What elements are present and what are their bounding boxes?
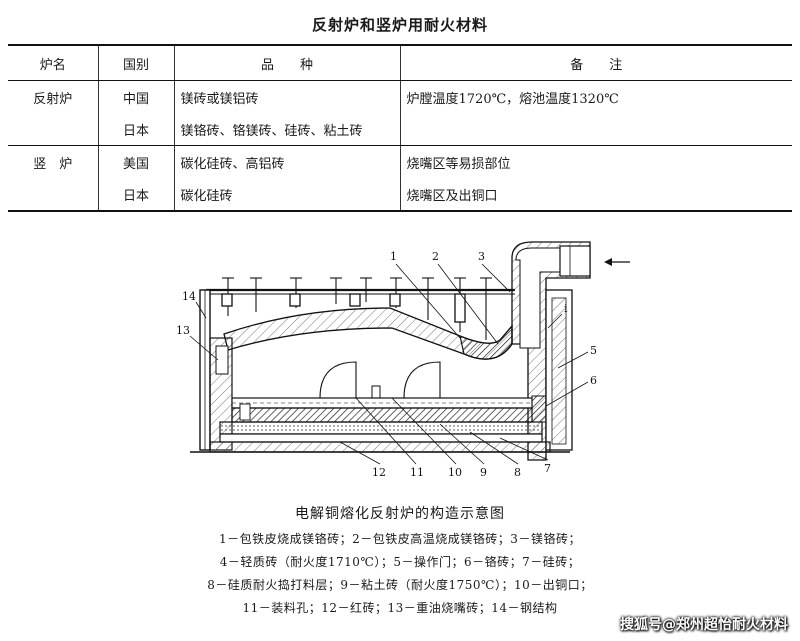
table-row: 日本 碳化硅砖 烧嘴区及出铜口 xyxy=(8,178,792,212)
cell-note: 烧嘴区等易损部位 xyxy=(399,145,792,178)
diagram-label-4: i xyxy=(564,302,568,315)
watermark: 搜狐号@郑州超怡耐火材料 xyxy=(620,617,788,633)
cell-furnace xyxy=(8,113,98,146)
diagram-label-1: 1 xyxy=(390,250,397,263)
table-title: 反射炉和竖炉用耐火材料 xyxy=(311,16,488,34)
cell-country: 美国 xyxy=(97,145,174,178)
legend-line: 11－装料孔；12－红砖；13－重油烧嘴砖；14－钢结构 xyxy=(242,601,558,615)
cell-country: 日本 xyxy=(97,113,174,146)
cell-furnace xyxy=(8,178,98,212)
table-header-row: 炉名 国别 品 种 备 注 xyxy=(8,44,792,81)
cell-variety: 镁铬砖、铬镁砖、硅砖、粘土砖 xyxy=(173,113,400,146)
diagram-label-6: 6 xyxy=(590,374,597,387)
legend-line: 1－包铁皮烧成镁铬砖；2－包铁皮高温烧成镁铬砖；3－镁铬砖； xyxy=(219,532,581,546)
diagram-label-9: 9 xyxy=(480,466,487,479)
diagram-label-2: 2 xyxy=(432,250,439,263)
cell-note: 烧嘴区及出铜口 xyxy=(399,178,792,212)
header-variety: 品 种 xyxy=(173,44,400,81)
cell-country: 日本 xyxy=(97,178,174,212)
cell-furnace: 竖 炉 xyxy=(33,156,73,172)
cell-note: 炉膛温度1720℃，熔池温度1320℃ xyxy=(399,80,792,113)
diagram-label-8: 8 xyxy=(514,466,521,479)
cell-variety: 镁砖或镁铝砖 xyxy=(173,80,400,113)
diagram-label-3: 3 xyxy=(478,250,485,263)
legend-line: 8－硅质耐火捣打料层；9－粘土砖（耐火度1750℃）；10－出铜口； xyxy=(207,578,593,592)
header-country: 国别 xyxy=(97,44,174,81)
cell-variety: 碳化硅砖、高铝砖 xyxy=(173,145,400,178)
legend-line: 4－轻质砖（耐火度1710℃）；5－操作门；6－铬砖；7－硅砖； xyxy=(219,555,581,569)
diagram-label-14: 14 xyxy=(182,290,196,303)
refractory-table: 炉名 国别 品 种 备 注 反射炉 中国 镁砖或镁铝砖 炉膛温度1720℃，熔池… xyxy=(8,44,792,212)
cell-note xyxy=(399,113,792,146)
header-furnace: 炉名 xyxy=(8,44,98,81)
diagram-label-10: 10 xyxy=(448,466,462,479)
diagram-label-13: 13 xyxy=(176,324,190,337)
cell-variety: 碳化硅砖 xyxy=(173,178,400,212)
furnace-diagram: 1 2 3 i 5 6 7 8 9 10 11 12 13 14 xyxy=(176,241,630,479)
furnace-structure xyxy=(206,277,515,340)
table-row: 日本 镁铬砖、铬镁砖、硅砖、粘土砖 xyxy=(8,113,792,146)
header-note: 备 注 xyxy=(399,44,792,81)
cell-furnace: 反射炉 xyxy=(33,91,73,107)
figure-caption: 电解铜熔化反射炉的构造示意图 xyxy=(295,506,505,522)
cell-country: 中国 xyxy=(97,80,174,113)
table-row: 竖 炉 美国 碳化硅砖、高铝砖 烧嘴区等易损部位 xyxy=(8,145,792,178)
table-row: 反射炉 中国 镁砖或镁铝砖 炉膛温度1720℃，熔池温度1320℃ xyxy=(8,80,792,113)
diagram-label-12: 12 xyxy=(372,466,386,479)
diagram-label-11: 11 xyxy=(410,466,424,479)
diagram-label-7: 7 xyxy=(544,462,551,475)
diagram-label-5: 5 xyxy=(590,344,597,357)
